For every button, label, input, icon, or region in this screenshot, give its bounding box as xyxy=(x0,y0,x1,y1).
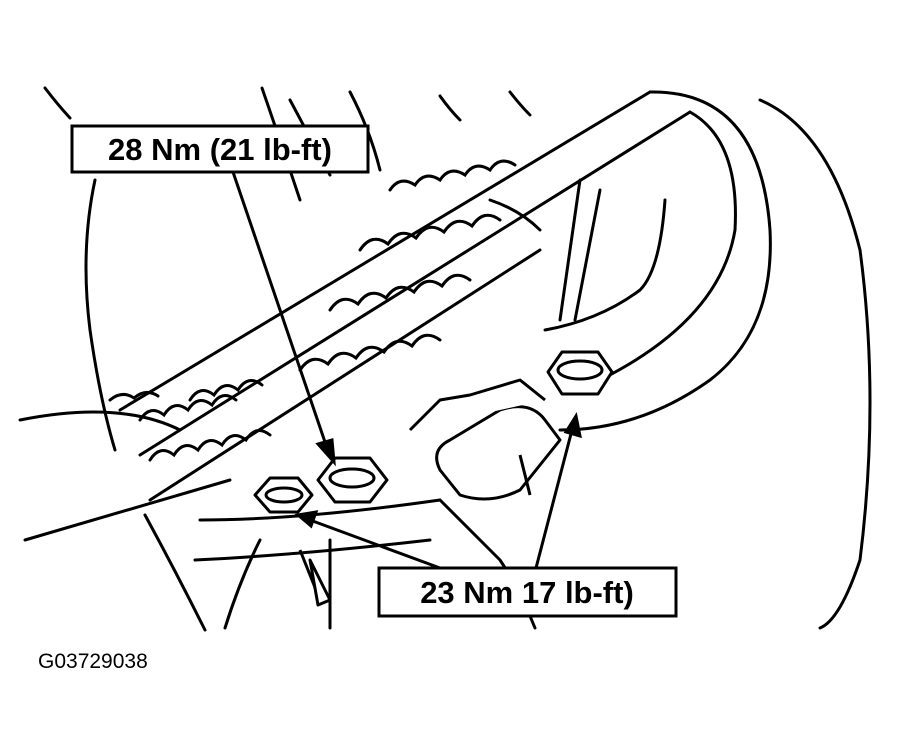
callout-upper-text: 28 Nm (21 lb-ft) xyxy=(108,132,332,167)
arrow-head-right xyxy=(563,412,582,439)
callout-lower-box xyxy=(377,566,678,618)
nut-center xyxy=(316,456,389,504)
callout-lower-text: 23 Nm 17 lb-ft) xyxy=(420,575,634,610)
callout-lower: 23 Nm 17 lb-ft) xyxy=(377,566,678,618)
nut-left xyxy=(253,476,314,514)
arrow-head-upper xyxy=(315,438,336,467)
figure-id: G03729038 xyxy=(38,650,148,673)
nut-right xyxy=(546,350,614,396)
fastener-nuts xyxy=(253,350,614,514)
callout-upper: 28 Nm (21 lb-ft) xyxy=(70,124,370,174)
leader-arrows xyxy=(231,171,582,570)
arrow-head-left xyxy=(294,510,319,529)
cooler-fins xyxy=(108,159,517,462)
engine-outline xyxy=(18,86,872,632)
sensor-connector xyxy=(298,378,562,607)
callout-upper-box xyxy=(70,124,370,174)
